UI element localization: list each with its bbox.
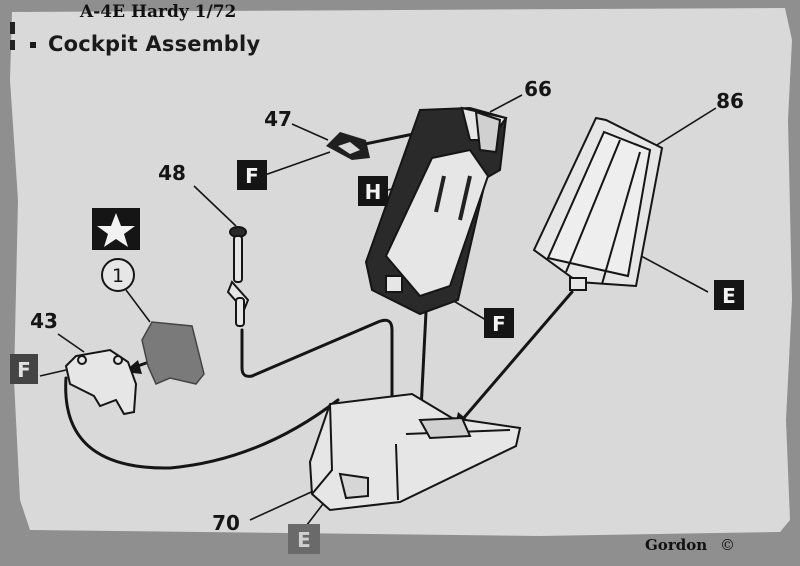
tag-e-bottom-box <box>288 524 320 554</box>
corner-mark <box>10 40 15 50</box>
step-circle-leader <box>125 289 151 323</box>
tag-f-left: F <box>17 358 31 382</box>
part-43-shape <box>64 348 138 416</box>
tag-f-top: F <box>245 164 259 188</box>
watermark-title: A-4E Hardy 1/72 <box>80 2 237 22</box>
tag-e-panel-box <box>714 280 744 310</box>
tag-e-bottom: E <box>297 528 311 552</box>
leader-lines <box>39 94 717 535</box>
tag-h: H <box>365 180 382 204</box>
line-48-to-tub <box>240 318 394 442</box>
tag-f-left-box <box>10 354 38 384</box>
part-48-shape <box>226 226 250 327</box>
cockpit-tub-70 <box>308 392 522 512</box>
tag-e-panel: E <box>722 284 736 308</box>
watermark-credit: Gordon <box>645 536 708 554</box>
step-circle <box>101 258 135 292</box>
decal-panel <box>141 321 205 385</box>
part-47-shape <box>326 132 370 160</box>
copyright-symbol: © <box>720 536 735 554</box>
star-icon <box>97 213 135 247</box>
part-number-66: 66 <box>524 77 552 101</box>
part-number-70: 70 <box>212 511 240 535</box>
part-number-48: 48 <box>158 161 186 185</box>
part-number-43: 43 <box>30 309 58 333</box>
tag-f-top-box <box>237 160 267 190</box>
corner-mark <box>10 22 15 34</box>
tag-f-seat: F <box>492 312 506 336</box>
line-86-to-tub <box>460 290 574 422</box>
part-86-shape <box>532 116 664 291</box>
tag-h-box <box>358 176 388 206</box>
section-title: Cockpit Assembly <box>30 32 260 56</box>
tag-f-seat-box <box>484 308 514 338</box>
line-43-to-tub <box>64 376 340 470</box>
section-bullet <box>30 42 36 48</box>
ejection-seat-66 <box>364 106 508 316</box>
part-number-86: 86 <box>716 89 744 113</box>
part-number-47: 47 <box>264 107 292 131</box>
step-number: 1 <box>112 265 124 287</box>
section-title-text: Cockpit Assembly <box>48 32 261 56</box>
